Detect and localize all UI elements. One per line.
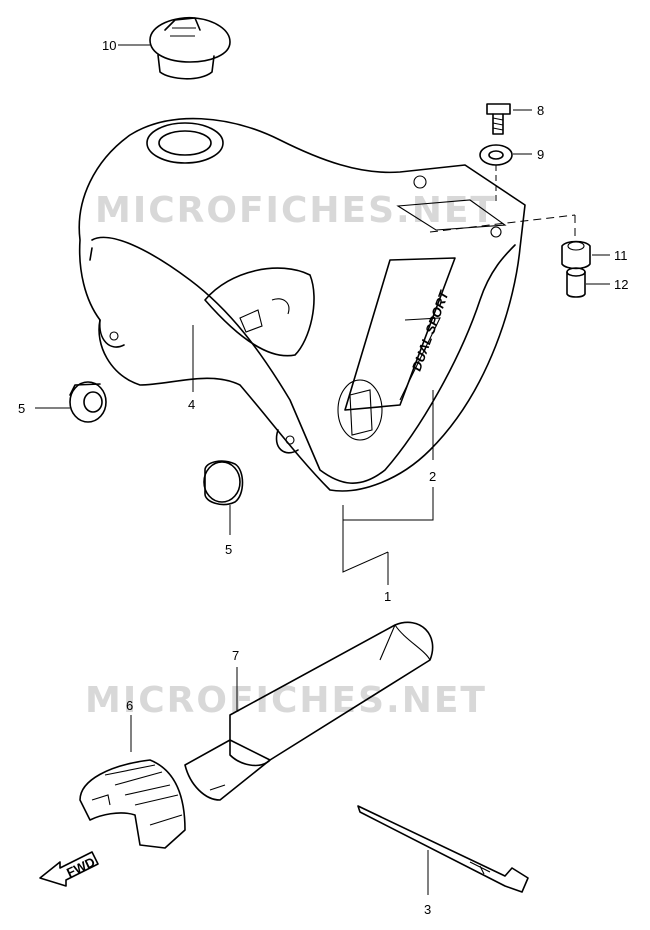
rubber-cushion xyxy=(79,759,186,849)
callout-5-right: 5 xyxy=(225,542,232,557)
callout-4: 4 xyxy=(188,397,195,412)
decal: DUAL SPORT xyxy=(344,257,456,411)
watermark-bottom: MICROFICHES.NET xyxy=(85,680,487,721)
fwd-arrow: FWD xyxy=(39,851,99,887)
callout-12: 12 xyxy=(614,277,628,292)
callout-7: 3 xyxy=(424,902,431,917)
cushion xyxy=(561,240,591,270)
callout-1: 1 xyxy=(384,589,391,604)
grommet xyxy=(479,144,513,166)
callout-5-left: 5 xyxy=(18,401,25,416)
fuel-tank xyxy=(78,117,526,492)
cap-plug-left xyxy=(69,381,107,423)
watermark-top: MICROFICHES.NET xyxy=(95,190,497,231)
callout-2: 2 xyxy=(429,469,436,484)
callout-9: 8 xyxy=(537,103,544,118)
callout-numbers: 10 8 9 11 12 5 4 5 2 1 7 6 3 xyxy=(18,38,628,917)
leader-lines xyxy=(35,44,610,895)
sleeve xyxy=(184,621,434,801)
callout-8: 7 xyxy=(232,648,239,663)
fuel-cap xyxy=(149,16,231,80)
cap-plug-right xyxy=(203,460,244,506)
fwd-label: FWD xyxy=(64,854,97,880)
callout-6: 6 xyxy=(126,698,133,713)
callout-3: 10 xyxy=(102,38,116,53)
callout-10: 9 xyxy=(537,147,544,162)
decal-text: DUAL SPORT xyxy=(409,288,452,373)
bolt xyxy=(486,103,511,135)
collar xyxy=(566,267,586,298)
cable-tie xyxy=(357,805,529,893)
callout-11: 11 xyxy=(614,248,628,263)
